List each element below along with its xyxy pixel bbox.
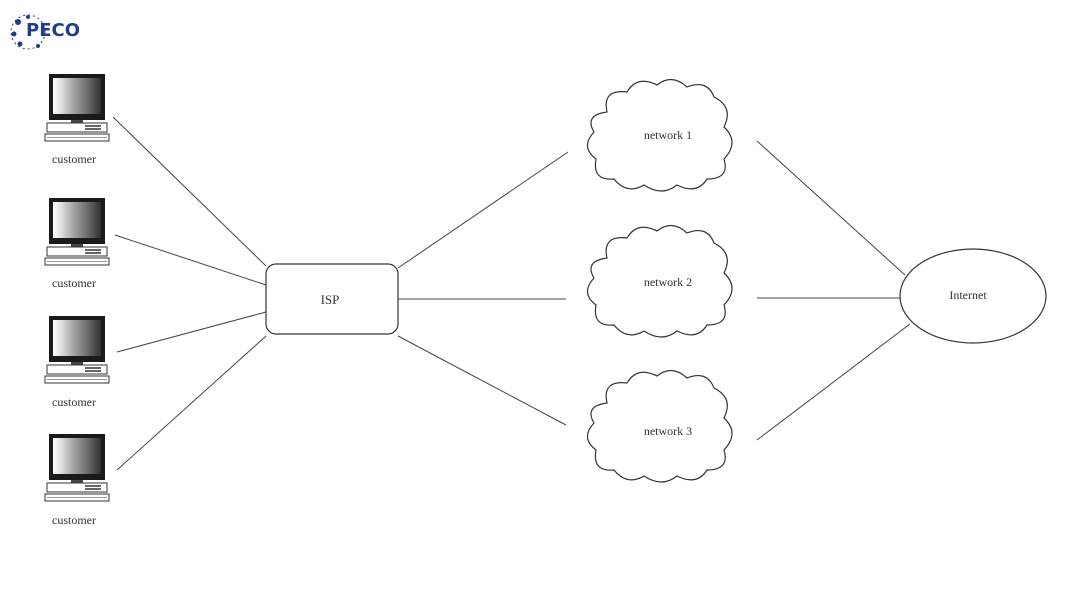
computer-icon-4 [44, 433, 110, 502]
logo-emblem [10, 14, 46, 50]
isp-label: ISP [320, 292, 340, 307]
connection-lines [112, 116, 911, 471]
link-isp-network3 [397, 335, 567, 426]
computer-icon-2 [44, 197, 110, 266]
link-network3-internet [756, 323, 911, 441]
link-customer2-isp [114, 234, 267, 286]
internet-label: Internet [949, 288, 987, 302]
link-customer1-isp [112, 116, 267, 267]
link-customer4-isp [116, 335, 267, 471]
customer-label-4: customer [52, 513, 96, 527]
network-label-3: network 3 [643, 424, 693, 438]
computer-icon-3 [44, 315, 110, 384]
network-label-2: network 2 [643, 275, 693, 289]
link-network1-internet [756, 140, 906, 276]
internet-ellipse [899, 248, 1047, 344]
customer-label-1: customer [52, 152, 96, 166]
computer-icon-1 [44, 73, 110, 142]
link-isp-network1 [397, 151, 569, 269]
network-label-1: network 1 [643, 128, 693, 142]
customer-label-3: customer [52, 395, 96, 409]
isp-box [265, 263, 399, 335]
logo-text: PECO [26, 20, 80, 41]
link-customer3-isp [116, 311, 267, 353]
customer-label-2: customer [52, 276, 96, 290]
